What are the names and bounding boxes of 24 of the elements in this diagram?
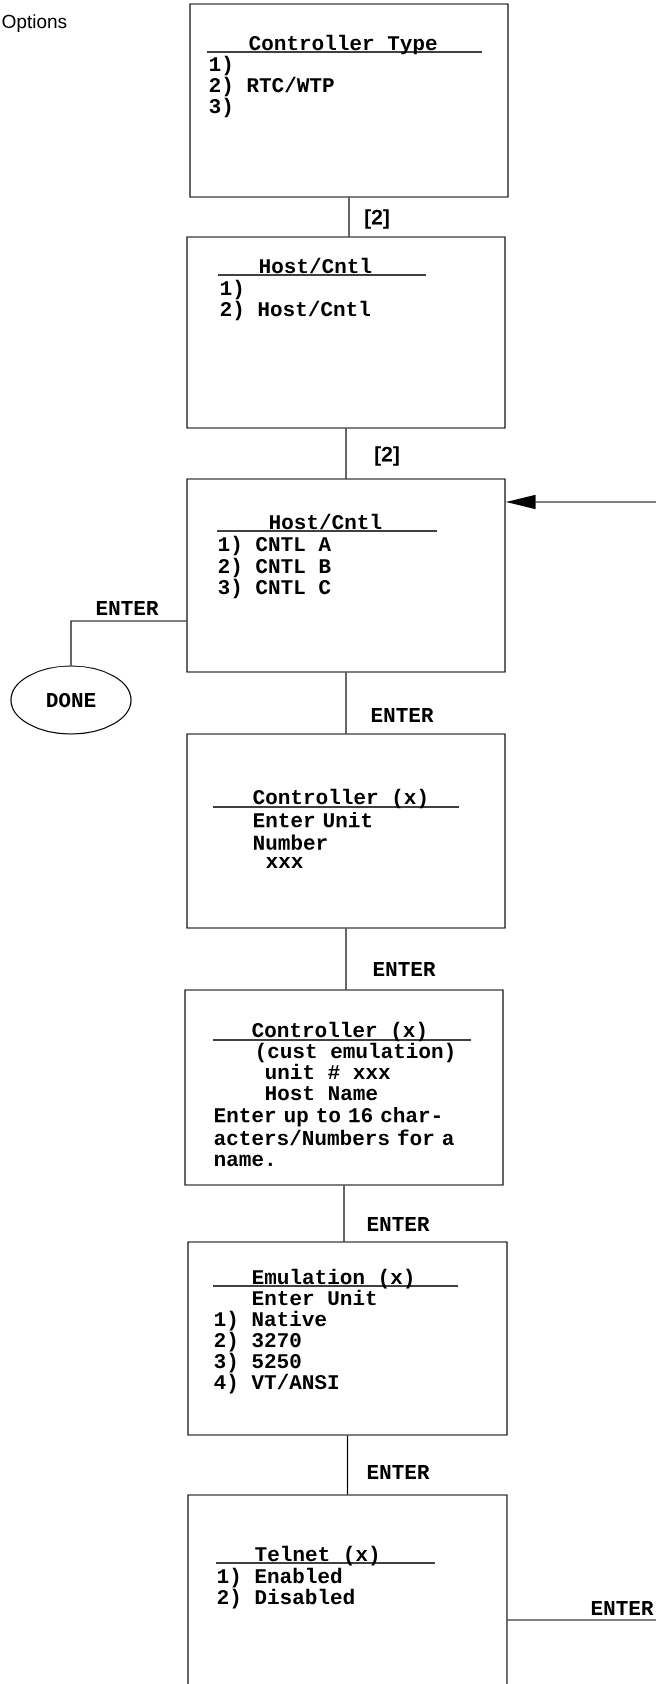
menu-box: Controller (x) (cust emulation) unit # xxx Host Name Enter up to 16 char- acters/Numbers for a name. [184, 989, 504, 1186]
connector-line [345, 928, 347, 990]
menu-box: Host/Cntl 1) 2) Host/Cntl [186, 236, 506, 429]
edge-label: [2] [363, 208, 391, 230]
connector-line [345, 428, 347, 479]
menu-box: Telnet (x) 1) Enabled 2) Disabled [187, 1494, 508, 1684]
connector-line [507, 1619, 656, 1621]
connector-line [348, 197, 350, 237]
connector-line [343, 1185, 345, 1242]
edge-label: ENTER [589, 1600, 655, 1616]
menu-box: Controller (x) Enter Unit Number xxx [186, 733, 506, 929]
connector-line [70, 620, 187, 666]
edge-label: ENTER [369, 707, 435, 723]
title-text: Options [2, 14, 67, 32]
connector-line [345, 672, 347, 734]
menu-box: Host/Cntl 1) CNTL A 2) CNTL B 3) CNTL C [186, 478, 506, 673]
menu-box: Emulation (x) Enter Unit 1) Native 2) 3270 3) 5250 4) VT/ANSI [187, 1241, 508, 1436]
edge-label: ENTER [365, 1464, 431, 1480]
edge-label: ENTER [94, 600, 160, 616]
connector-line [346, 1435, 349, 1495]
edge-label: [2] [373, 445, 401, 467]
edge-label: ENTER [371, 961, 437, 977]
menu-box: Controller Type 1) 2) RTC/WTP 3) [189, 3, 509, 198]
edge-label: ENTER [365, 1216, 431, 1232]
